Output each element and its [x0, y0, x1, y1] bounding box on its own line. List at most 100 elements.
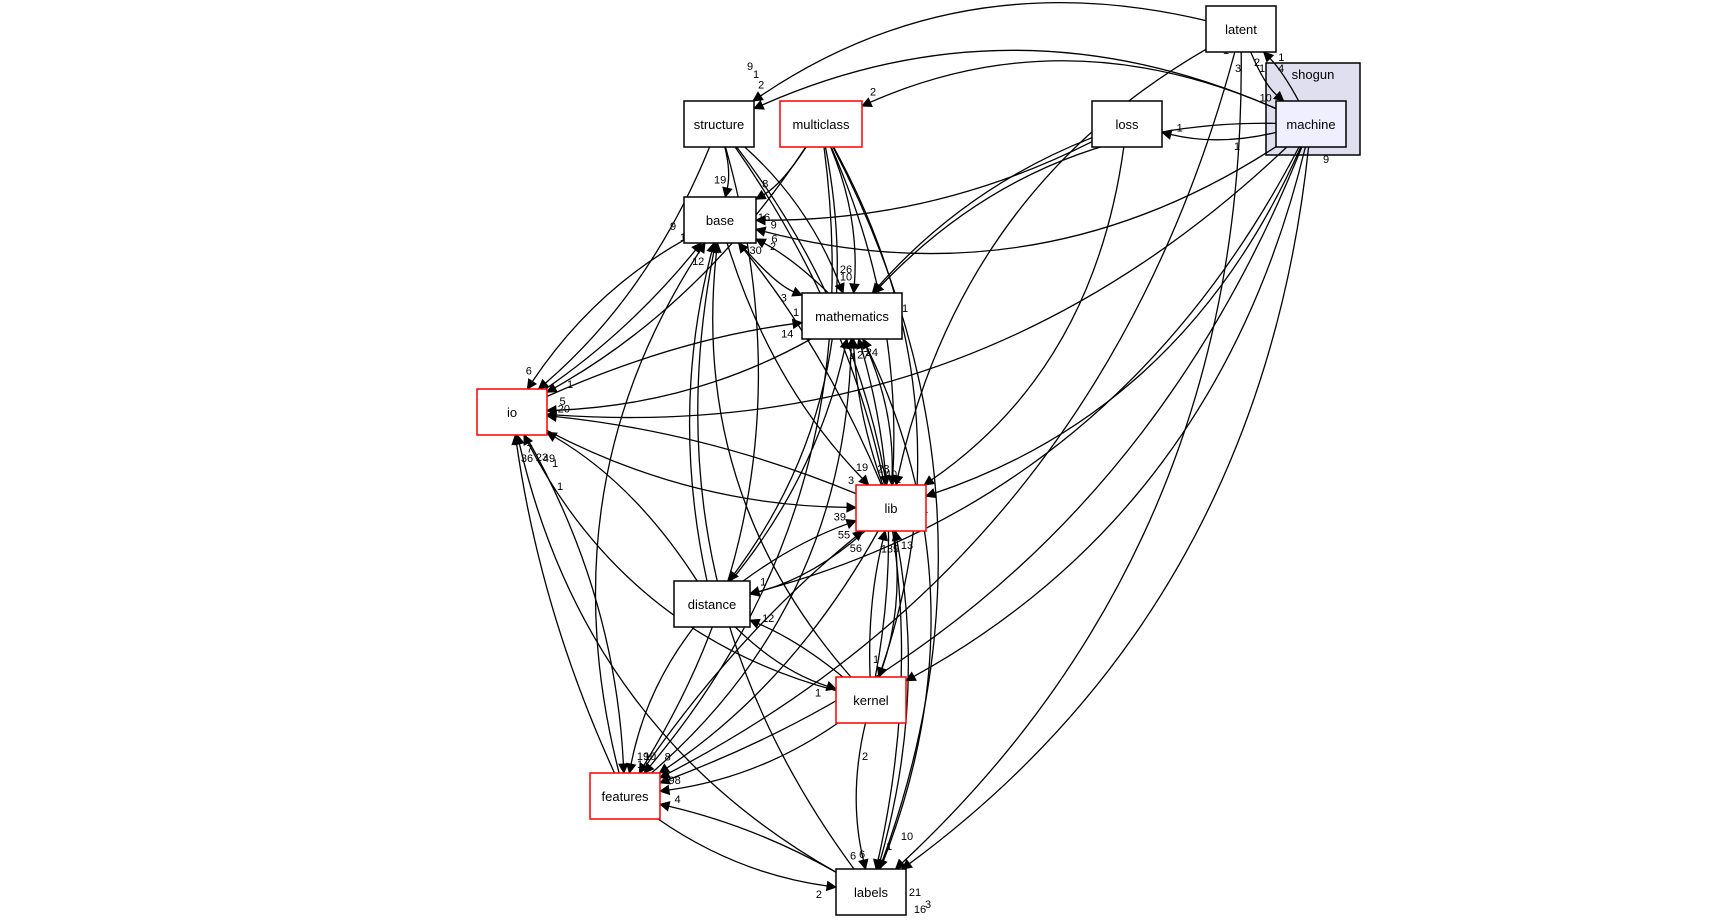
- node-machine[interactable]: machine: [1275, 100, 1347, 148]
- arrowhead: [523, 434, 534, 446]
- edge-label: 1: [1278, 52, 1284, 64]
- node-label: io: [507, 405, 517, 420]
- node-kernel[interactable]: kernel: [835, 676, 907, 724]
- edge-label: 98: [668, 775, 680, 787]
- edge-line: [515, 443, 616, 774]
- node-box: [683, 196, 757, 244]
- edge-label: 23: [877, 464, 889, 476]
- node-loss[interactable]: loss: [1091, 100, 1163, 148]
- edge-label: 1: [552, 458, 558, 470]
- arrowhead: [834, 282, 845, 295]
- node-box: [855, 484, 927, 532]
- arrowhead: [748, 618, 761, 629]
- edge-machine-to-io: [545, 146, 1288, 421]
- edge-mathematics-to-base: [755, 238, 829, 294]
- edge-lib-to-distance: [748, 530, 866, 597]
- edge-line: [866, 346, 932, 870]
- edge-line: [743, 249, 883, 486]
- arrowhead: [825, 880, 838, 892]
- arrowhead: [858, 474, 870, 486]
- edge-lib-to-base: [737, 242, 883, 486]
- node-box: [1091, 100, 1163, 148]
- edge-label: 139: [881, 544, 899, 556]
- arrowhead: [924, 488, 937, 499]
- edge-line: [758, 530, 866, 593]
- edge-labels-to-base: [697, 241, 855, 870]
- edge-label: 3: [781, 292, 787, 304]
- node-structure[interactable]: structure: [683, 100, 755, 148]
- edge-label: 6: [850, 851, 856, 863]
- node-labels[interactable]: labels: [835, 868, 907, 916]
- arrowhead: [537, 378, 550, 390]
- edge-features-to-io: [511, 433, 616, 774]
- edge-label: 1: [815, 688, 821, 700]
- edge-multiclass-to-io: [546, 146, 807, 393]
- edge-label: 40: [885, 469, 897, 481]
- edge-multiclass-to-base: [755, 146, 807, 200]
- node-features[interactable]: features: [589, 772, 661, 820]
- edge-label: 6: [859, 849, 865, 861]
- edge-label: 8: [762, 178, 768, 190]
- arrowhead: [858, 858, 869, 871]
- edge-line: [934, 146, 1302, 494]
- node-distance[interactable]: distance: [673, 580, 751, 628]
- arrowhead: [545, 411, 557, 422]
- node-mathematics[interactable]: mathematics: [801, 292, 903, 340]
- edge-features-to-labels: [657, 818, 838, 892]
- arrowhead: [871, 282, 883, 294]
- edge-label: 1: [760, 576, 766, 588]
- edge-line: [555, 146, 1288, 419]
- arrowhead: [845, 519, 858, 530]
- arrowhead: [1272, 90, 1285, 102]
- edge-line: [545, 249, 697, 390]
- edge-machine-to-multiclass: [860, 60, 1277, 110]
- edge-line: [649, 146, 833, 767]
- edge-label: 20: [558, 403, 570, 415]
- edge-line: [518, 443, 837, 873]
- node-latent[interactable]: latent: [1205, 5, 1277, 53]
- node-multiclass[interactable]: multiclass: [779, 100, 863, 148]
- edge-label: 3: [1235, 63, 1241, 75]
- arrowhead: [1262, 51, 1275, 63]
- edge-labels-to-lib: [877, 529, 910, 870]
- arrowhead: [754, 226, 767, 237]
- edge-line: [668, 722, 839, 791]
- node-base[interactable]: base: [683, 196, 757, 244]
- node-lib[interactable]: lib: [855, 484, 927, 532]
- node-label: labels: [854, 885, 888, 900]
- node-io[interactable]: io: [476, 388, 548, 436]
- edge-line: [897, 48, 1207, 477]
- edge-line: [758, 146, 1300, 593]
- edge-labels-to-mathematics: [862, 337, 932, 870]
- edge-line: [869, 60, 1277, 110]
- arrowhead: [752, 91, 764, 102]
- edge-line: [730, 347, 846, 582]
- edge-label: 1: [753, 69, 759, 81]
- edge-line: [724, 146, 730, 189]
- node-box: [1205, 5, 1277, 53]
- edge-line: [545, 146, 711, 384]
- arrowhead: [886, 475, 898, 487]
- edge-label: 49: [543, 453, 555, 465]
- edge-kernel-to-features: [658, 722, 839, 796]
- edge-label: 55: [838, 530, 850, 542]
- edge-line: [1269, 57, 1300, 102]
- edge-loss-to-mathematics: [871, 137, 1093, 294]
- edge-distance-to-features: [626, 626, 695, 775]
- edge-label: 39: [834, 511, 846, 523]
- edge-label: 13: [901, 540, 913, 552]
- edge-latent-to-labels: [894, 51, 1242, 870]
- arrowhead: [752, 99, 765, 110]
- edge-line: [901, 51, 1242, 864]
- edge-line: [1250, 51, 1278, 96]
- edge-io-to-mathematics: [546, 318, 804, 397]
- edge-label: 10: [840, 271, 852, 283]
- edge-label: 4: [1278, 63, 1284, 75]
- edge-line: [546, 429, 848, 509]
- edge-line: [666, 530, 879, 769]
- edge-line: [668, 146, 1303, 781]
- edge-label: 16: [758, 212, 770, 224]
- edge-line: [1170, 131, 1277, 141]
- edge-label: 36: [521, 453, 533, 465]
